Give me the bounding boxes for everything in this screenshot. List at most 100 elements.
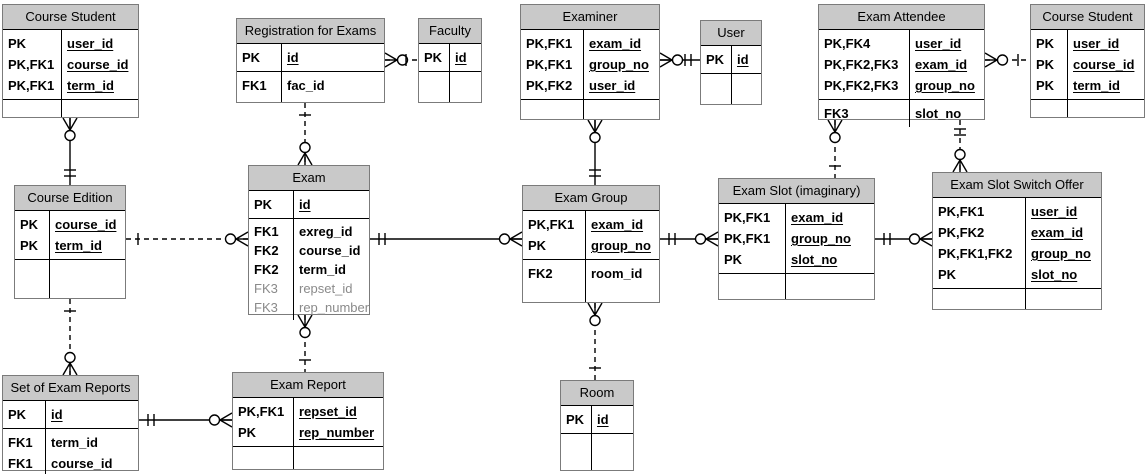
key-designation: PK: [20, 238, 39, 253]
relationship-exam-exam-group[interactable]: [370, 231, 523, 247]
attribute-name: course_id: [51, 456, 113, 471]
column-divider: [731, 46, 732, 73]
attribute-name: term_id: [67, 78, 114, 93]
column-divider: [293, 219, 294, 320]
key-designation: PK: [1036, 36, 1055, 51]
relationship-exam-group-exam-slot[interactable]: [660, 231, 719, 247]
zero-cardinality-circle: [954, 148, 966, 161]
attribute-compartment: [561, 434, 633, 470]
entity-title: Registration for Exams: [237, 19, 384, 44]
relationship-registration-faculty[interactable]: [384, 52, 418, 68]
entity-title: Set of Exam Reports: [3, 376, 138, 401]
key-designation: PK,FK1: [8, 57, 55, 72]
entity-title: Exam: [249, 166, 369, 191]
key-designation: PK,FK1,FK2: [938, 246, 1013, 261]
key-designation: PK: [8, 407, 27, 422]
crow-foot-marker: [705, 231, 719, 240]
key-designation: PK,FK1: [8, 78, 55, 93]
attribute-name: exam_id: [589, 36, 642, 51]
relationship-exam-slot-switch-offer[interactable]: [875, 231, 933, 247]
attribute-name: exam_id: [591, 217, 644, 232]
crow-foot-marker: [705, 238, 719, 247]
crow-foot-marker: [834, 119, 843, 133]
attribute-compartment: [521, 100, 659, 119]
crow-foot-marker: [919, 238, 933, 247]
column-divider: [1025, 198, 1026, 288]
relationship-exam-exam-report[interactable]: [297, 314, 313, 372]
column-divider: [49, 260, 50, 298]
relationship-exam-attendee-exam-slot[interactable]: [827, 119, 843, 178]
key-designation: PK: [528, 238, 547, 253]
key-designation: PK: [20, 217, 39, 232]
zero-cardinality-circle: [589, 314, 601, 327]
key-designation: PK,FK1: [724, 210, 771, 225]
relationship-course-edition-set-of-exam-reports[interactable]: [62, 299, 78, 376]
column-divider: [585, 211, 586, 259]
key-designation: PK: [1036, 57, 1055, 72]
key-designation: FK2: [254, 243, 279, 258]
attribute-compartment: [3, 100, 138, 117]
column-divider: [281, 72, 282, 102]
relationship-exam-group-room[interactable]: [587, 302, 603, 380]
entity-title: Exam Slot (imaginary): [719, 179, 874, 204]
relationship-set-of-exam-reports-exam-report[interactable]: [139, 412, 233, 428]
attribute-name: repset_id: [299, 281, 353, 296]
relationship-examiner-user[interactable]: [659, 52, 700, 68]
attribute-name: id: [287, 50, 299, 65]
relationship-exam-attendee-course-student[interactable]: [984, 52, 1030, 68]
crow-foot-marker: [235, 238, 249, 247]
attribute-name: fac_id: [287, 78, 325, 93]
column-divider: [585, 260, 586, 302]
entity-title: Exam Slot Switch Offer: [933, 173, 1101, 198]
relationship-course-student-course-edition[interactable]: [62, 117, 78, 185]
column-divider: [45, 429, 46, 474]
relationship-exam-attendee-switch-offer[interactable]: [952, 120, 968, 173]
zero-cardinality-circle: [64, 129, 76, 142]
crow-foot-marker: [659, 52, 673, 61]
attribute-compartment: [933, 289, 1101, 309]
column-divider: [293, 398, 294, 446]
relationship-examiner-exam-group[interactable]: [587, 119, 603, 185]
zero-cardinality-circle: [671, 54, 684, 66]
zero-cardinality-circle: [64, 351, 76, 364]
column-divider: [1067, 100, 1068, 117]
attribute-name: course_id: [1073, 57, 1135, 72]
relationship-registration-exam[interactable]: [297, 103, 313, 166]
relationship-course-edition-exam[interactable]: [126, 231, 249, 247]
crow-foot-marker: [984, 59, 998, 68]
attribute-compartment: [419, 72, 481, 102]
attribute-name: repset_id: [299, 404, 357, 419]
key-designation: PK,FK1: [526, 36, 573, 51]
crow-foot-marker: [827, 119, 836, 133]
key-designation: PK: [242, 50, 261, 65]
column-divider: [293, 191, 294, 218]
entity-title: Course Edition: [15, 186, 125, 211]
crow-foot-marker: [62, 362, 71, 376]
